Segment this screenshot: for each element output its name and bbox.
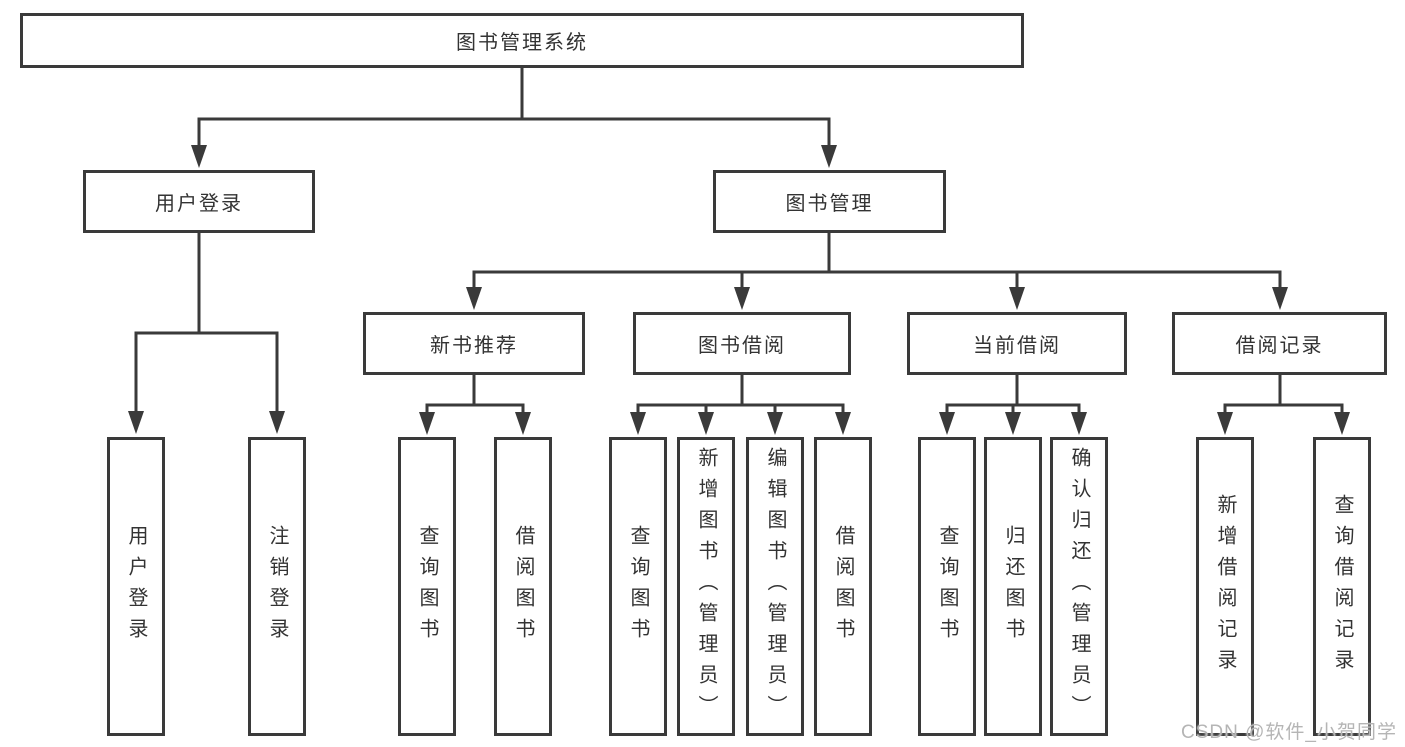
connector-level1-bracket (197, 117, 831, 145)
node-book-borrow: 图书借阅 (633, 312, 851, 375)
leaf-current-confirm-return-admin: 确认归还（管理员） (1050, 437, 1108, 736)
leaf-current-query-books: 查询图书 (918, 437, 976, 736)
leaf-newbook-borrow-books: 借阅图书 (494, 437, 552, 736)
leaf-records-query-record: 查询借阅记录 (1313, 437, 1371, 736)
csdn-watermark: CSDN @软件_小贺同学 (1181, 722, 1397, 743)
node-book-management: 图书管理 (713, 170, 946, 233)
leaf-records-add-record: 新增借阅记录 (1196, 437, 1254, 736)
node-borrow-records: 借阅记录 (1172, 312, 1387, 375)
node-new-book-recommend: 新书推荐 (363, 312, 585, 375)
leaf-borrow-add-books-admin: 新增图书（管理员） (677, 437, 735, 736)
node-user-login: 用户登录 (83, 170, 315, 233)
leaf-current-return-books: 归还图书 (984, 437, 1042, 736)
connector-userlogin-bracket (134, 331, 279, 411)
leaf-user-login: 用户登录 (107, 437, 165, 736)
connector-records-bracket (1223, 403, 1344, 412)
leaf-borrow-query-books: 查询图书 (609, 437, 667, 736)
connector-level2-bracket (472, 270, 1282, 287)
leaf-borrow-borrow-books: 借阅图书 (814, 437, 872, 736)
leaf-borrow-edit-books-admin: 编辑图书（管理员） (746, 437, 804, 736)
node-current-borrow: 当前借阅 (907, 312, 1127, 375)
connector-bookborrow-bracket (636, 403, 845, 412)
arrowheads (128, 145, 1350, 435)
leaf-logout: 注销登录 (248, 437, 306, 736)
node-library-management-system: 图书管理系统 (20, 13, 1024, 68)
leaf-newbook-query-books: 查询图书 (398, 437, 456, 736)
connector-newbook-bracket (425, 403, 525, 412)
